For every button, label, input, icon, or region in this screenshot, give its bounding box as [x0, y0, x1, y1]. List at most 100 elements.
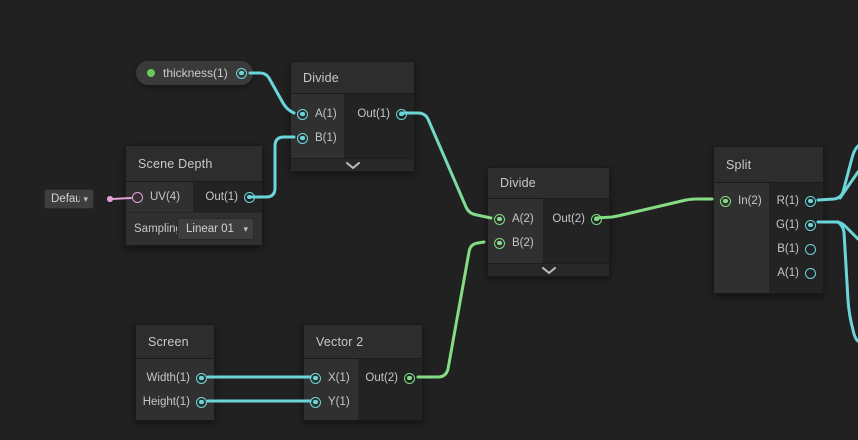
port-row: G(1)	[769, 213, 823, 237]
port-label: Width(1)	[146, 372, 190, 384]
node-header[interactable]: Vector 2	[304, 325, 422, 359]
input-port-a[interactable]	[297, 108, 308, 120]
input-section: A(2) B(2)	[488, 199, 543, 263]
expand-preview-button[interactable]	[291, 158, 414, 171]
port-label: B(1)	[777, 243, 799, 255]
thickness-output-port[interactable]	[235, 67, 247, 79]
wire-default-to-uv[interactable]	[111, 197, 132, 200]
expand-preview-button[interactable]	[488, 263, 609, 276]
sampling-row: Sampling Linear 01 ▾	[126, 212, 262, 245]
dropdown-arrow-icon: ▾	[243, 223, 248, 234]
output-section: R(1) G(1) B(1) A(1)	[769, 183, 823, 293]
output-port-out[interactable]	[404, 372, 415, 384]
input-port-in[interactable]	[720, 195, 731, 207]
input-port-y[interactable]	[310, 396, 321, 408]
port-label: UV(4)	[150, 191, 181, 203]
node-title: Divide	[500, 176, 536, 190]
sampling-label: Sampling	[134, 223, 177, 235]
port-label: B(1)	[315, 132, 337, 144]
output-port-g[interactable]	[805, 219, 816, 231]
port-label: Out(1)	[357, 108, 390, 120]
node-screen[interactable]: Screen Width(1) Height(1)	[135, 324, 215, 421]
port-label: R(1)	[776, 195, 799, 207]
property-label: thickness(1)	[163, 66, 228, 80]
input-section: X(1) Y(1)	[304, 359, 358, 420]
input-port-b[interactable]	[494, 237, 505, 249]
node-title: Divide	[303, 70, 339, 85]
output-section: Out(1)	[193, 182, 262, 212]
port-label: A(1)	[315, 108, 337, 120]
chevron-down-icon	[345, 161, 360, 169]
input-section: UV(4)	[126, 182, 193, 212]
wire-split-r-out-1[interactable]	[816, 144, 858, 202]
output-section: Out(1)	[344, 94, 414, 158]
node-title: Screen	[148, 334, 189, 349]
uv-default-value: Default	[51, 193, 81, 205]
exposed-property-dot-icon	[147, 69, 155, 77]
input-port-a[interactable]	[494, 213, 505, 225]
port-row: In(2)	[714, 189, 769, 213]
output-port-a[interactable]	[805, 267, 816, 279]
output-section: Out(2)	[543, 199, 609, 263]
input-section: In(2)	[714, 183, 769, 293]
port-label: G(1)	[776, 219, 799, 231]
port-label: X(1)	[328, 372, 350, 384]
wire-vector2-to-divide2-b[interactable]	[416, 240, 486, 379]
port-row: Height(1)	[136, 390, 214, 414]
port-row: Y(1)	[304, 390, 358, 414]
port-row: R(1)	[769, 189, 823, 213]
port-row: B(2)	[488, 231, 543, 255]
wire-scenedepth-to-divide1-b[interactable]	[251, 135, 296, 199]
input-port-uv[interactable]	[132, 191, 143, 203]
port-label: Out(2)	[365, 372, 398, 384]
node-divide-1[interactable]: Divide A(1) B(1) Out(1)	[290, 61, 415, 172]
node-header[interactable]: Scene Depth	[126, 146, 262, 182]
output-port-b[interactable]	[805, 243, 816, 255]
wire-divide2-to-split-in[interactable]	[594, 197, 714, 220]
input-port-b[interactable]	[297, 132, 308, 144]
input-port-x[interactable]	[310, 372, 321, 384]
node-title: Scene Depth	[138, 156, 213, 171]
port-row: B(1)	[291, 126, 344, 150]
output-section: Out(2)	[358, 359, 422, 420]
node-vector-2[interactable]: Vector 2 X(1) Y(1) Out(2)	[303, 324, 423, 421]
port-row: B(1)	[769, 237, 823, 261]
node-header[interactable]: Screen	[136, 325, 214, 359]
wire-divide1-to-divide2-a[interactable]	[399, 111, 493, 220]
node-header[interactable]: Divide	[291, 62, 414, 94]
sampling-dropdown-value: Linear 01	[186, 223, 234, 235]
input-section: A(1) B(1)	[291, 94, 344, 158]
port-row: A(2)	[488, 207, 543, 231]
port-row: A(1)	[291, 102, 344, 126]
wire-split-r-out-2[interactable]	[838, 170, 858, 200]
output-port-width[interactable]	[196, 372, 207, 384]
port-label: Out(2)	[552, 213, 585, 225]
output-port-height[interactable]	[196, 396, 207, 408]
port-label: In(2)	[738, 195, 762, 207]
port-row: UV(4)	[126, 185, 193, 209]
node-divide-2[interactable]: Divide A(2) B(2) Out(2)	[487, 167, 610, 277]
node-title: Split	[726, 157, 752, 172]
port-row: A(1)	[769, 261, 823, 285]
node-split[interactable]: Split In(2) R(1) G(1) B(1)	[713, 146, 824, 294]
property-node-thickness[interactable]: thickness(1)	[136, 61, 253, 85]
node-header[interactable]: Divide	[488, 168, 609, 199]
port-label: A(1)	[777, 267, 799, 279]
output-port-r[interactable]	[805, 195, 816, 207]
node-header[interactable]: Split	[714, 147, 823, 183]
port-label: Y(1)	[328, 396, 350, 408]
uv-default-dropdown[interactable]: Default ▾	[44, 189, 94, 209]
output-section: Width(1) Height(1)	[136, 359, 214, 420]
chevron-down-icon	[541, 266, 556, 274]
wire-split-g-out-1[interactable]	[816, 220, 858, 241]
port-label: A(2)	[512, 213, 534, 225]
node-scene-depth[interactable]: Scene Depth UV(4) Out(1) Sampling Linear…	[125, 145, 263, 246]
dropdown-arrow-icon: ▾	[83, 193, 88, 204]
wire-thickness-to-divide1-a[interactable]	[248, 71, 296, 115]
wire-split-g-out-2[interactable]	[836, 220, 858, 343]
port-row: X(1)	[304, 366, 358, 390]
sampling-dropdown[interactable]: Linear 01 ▾	[177, 218, 254, 240]
node-title: Vector 2	[316, 334, 364, 349]
